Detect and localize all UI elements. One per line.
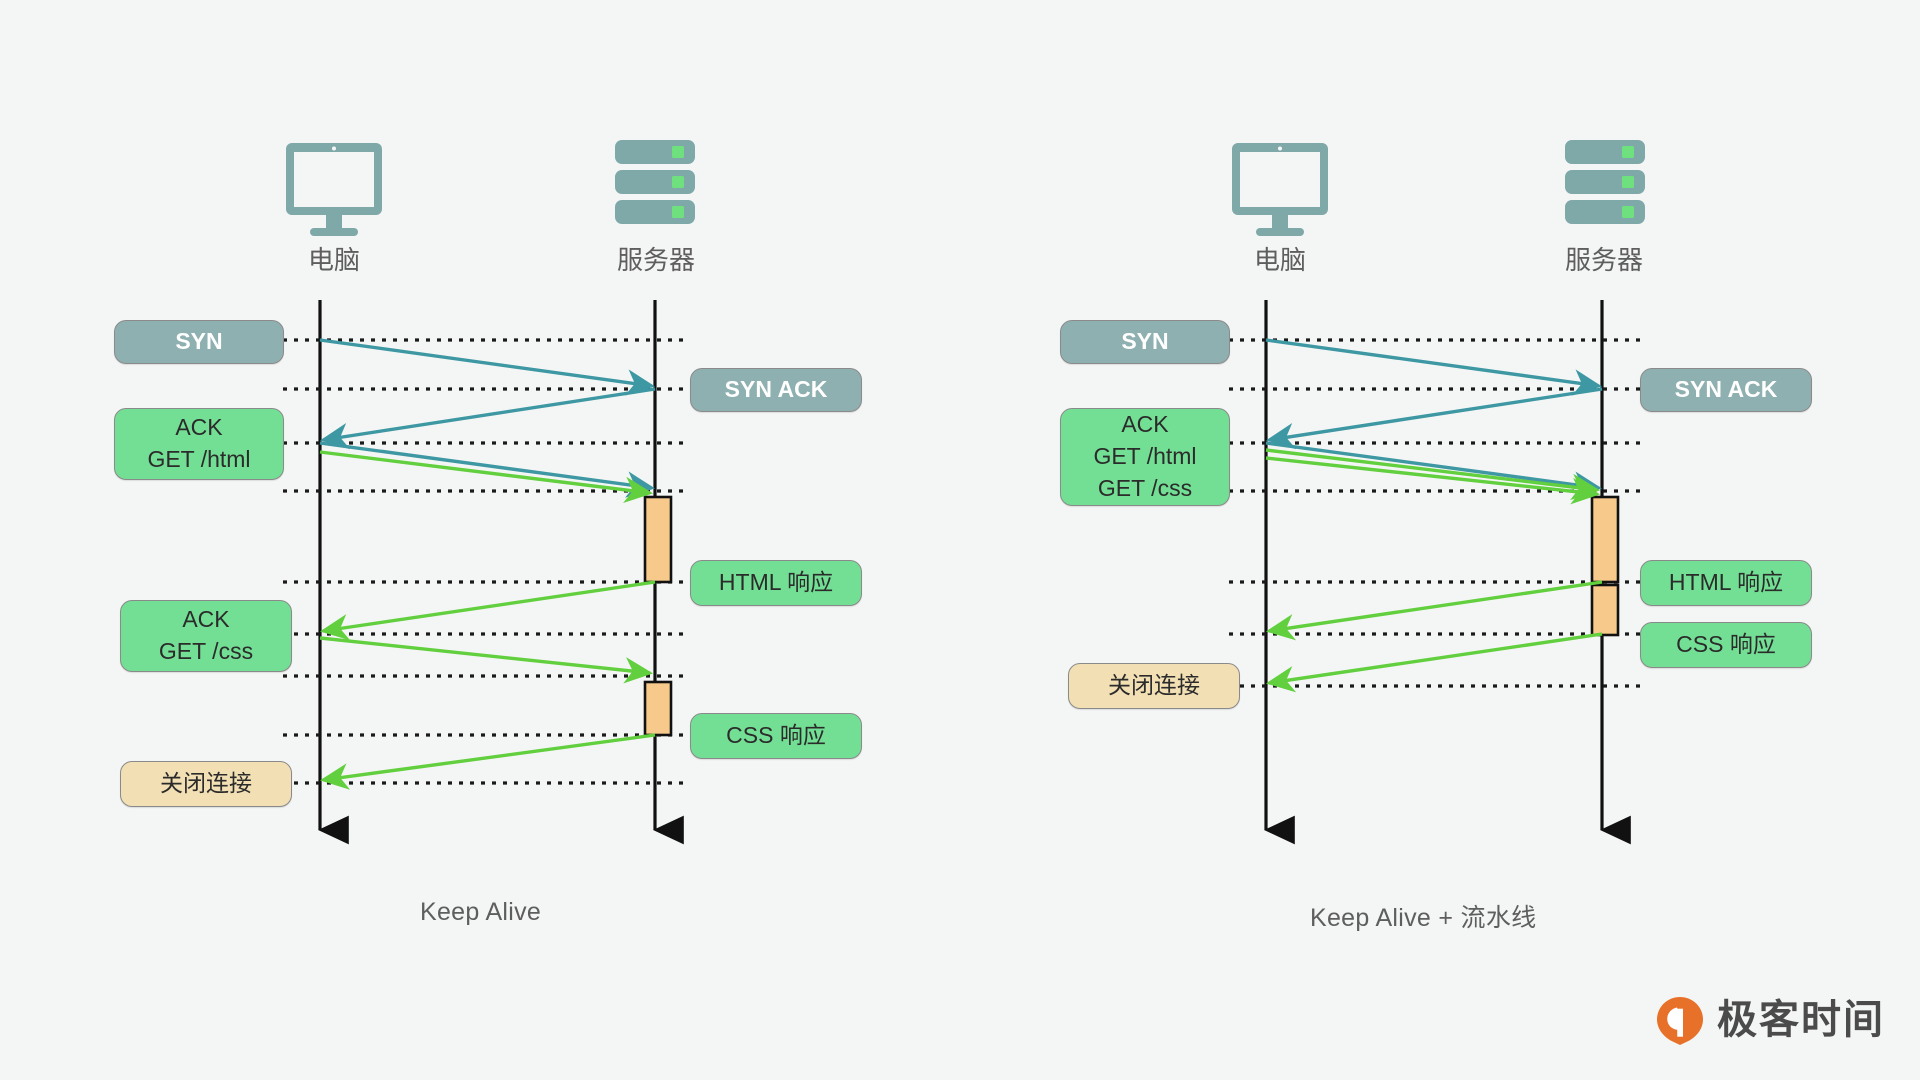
message-label-line-2: GET /css (158, 638, 254, 664)
arrow-syn (319, 338, 656, 396)
actor-label-client: 电脑 (307, 245, 361, 275)
message-label: CSS 响应 (1676, 631, 1776, 658)
arrow-get-html (319, 450, 654, 504)
monitor-icon (1232, 143, 1328, 236)
watermark: 极客时间 (1655, 995, 1885, 1045)
message-label-line-1: ACK (175, 414, 223, 441)
message-label: SYN ACK (1674, 376, 1778, 403)
message-box-css-response[interactable]: CSS 响应 (690, 713, 862, 759)
message-box-html-response[interactable]: HTML 响应 (1640, 560, 1812, 606)
message-box-syn-ack[interactable]: SYN ACK (1640, 368, 1812, 412)
message-box-html-response[interactable]: HTML 响应 (690, 560, 862, 606)
server-icon (1565, 140, 1645, 224)
arrow-syn (1265, 338, 1603, 396)
arrow-get-css (319, 636, 654, 684)
left-diagram-group (283, 140, 695, 845)
diagram-caption-keep-alive: Keep Alive (420, 898, 542, 926)
arrow-syn-ack (319, 387, 656, 450)
arrow-css-response (319, 733, 656, 790)
message-label-line-1: ACK (182, 606, 230, 633)
dotted-guides (283, 338, 690, 785)
message-label: SYN ACK (724, 376, 828, 403)
message-label: CSS 响应 (726, 722, 826, 749)
watermark-text: 极客时间 (1717, 998, 1885, 1042)
message-label: 关闭连接 (160, 770, 252, 797)
message-label-line-3: GET /css (1097, 474, 1193, 501)
arrow-html-response (319, 580, 656, 641)
message-label: HTML 响应 (718, 569, 834, 596)
actor-label-server: 服务器 (1564, 245, 1644, 275)
activation-bar-css (1590, 583, 1620, 637)
arrow-html-response (1265, 580, 1603, 641)
message-box-css-response[interactable]: CSS 响应 (1640, 622, 1812, 668)
message-box-ack-get-html-css[interactable]: ACK GET /html GET /css (1060, 408, 1230, 506)
message-box-syn[interactable]: SYN (1060, 320, 1230, 364)
actor-label-server: 服务器 (616, 245, 696, 275)
message-box-syn[interactable]: SYN (114, 320, 284, 364)
activation-bar-css (643, 680, 673, 737)
monitor-icon (286, 143, 382, 236)
arrow-ack (319, 441, 656, 498)
arrow-get-css (1265, 456, 1601, 505)
message-box-ack-get-html[interactable]: ACK GET /html (114, 408, 284, 480)
message-box-ack-get-css[interactable]: ACK GET /css (120, 600, 292, 672)
right-diagram-group (1229, 140, 1645, 845)
message-label: SYN (1121, 328, 1169, 355)
activation-bar-html (643, 495, 673, 584)
activation-bar-html (1590, 495, 1620, 584)
message-label: 关闭连接 (1108, 672, 1200, 699)
arrow-css-response (1265, 632, 1603, 693)
arrow-syn-ack (1265, 387, 1603, 450)
message-label-line-2: GET /html (1093, 443, 1197, 470)
actor-label-client: 电脑 (1253, 245, 1307, 275)
message-label-line-2: GET /html (147, 446, 251, 472)
server-icon (615, 140, 695, 224)
geektime-logo-icon (1655, 995, 1705, 1045)
message-box-close-connection[interactable]: 关闭连接 (1068, 663, 1240, 709)
message-label: HTML 响应 (1668, 569, 1784, 596)
message-label: SYN (175, 328, 223, 355)
message-box-close-connection[interactable]: 关闭连接 (120, 761, 292, 807)
message-label-line-1: ACK (1121, 411, 1169, 438)
arrow-ack (1265, 441, 1603, 498)
message-box-syn-ack[interactable]: SYN ACK (690, 368, 862, 412)
diagram-caption-keep-alive-pipeline: Keep Alive + 流水线 (1310, 904, 1537, 932)
arrow-get-html (1265, 448, 1601, 501)
